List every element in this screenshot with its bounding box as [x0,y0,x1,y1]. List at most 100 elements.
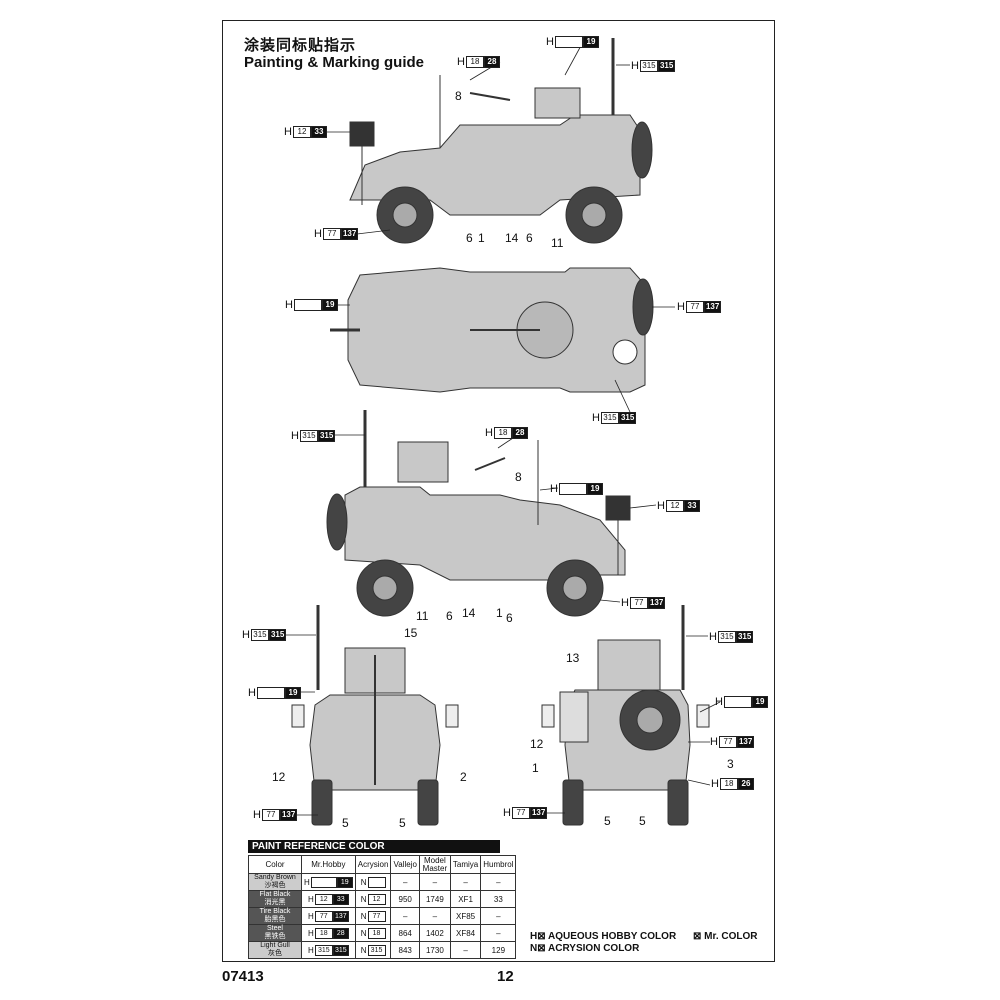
part-number: 8 [455,89,462,103]
part-number: 1 [496,606,503,620]
part-number: 6 [526,231,533,245]
part-number: 1 [478,231,485,245]
part-number: 6 [506,611,513,625]
table-cell: – [390,907,420,925]
title-chinese: 涂装同标贴指示 [244,36,357,54]
part-number: 11 [416,609,429,623]
part-number: 12 [272,770,286,784]
table-cell: 1402 [418,924,451,942]
table-cell: 1749 [418,890,451,908]
legend-aqueous: H⊠ AQUEOUS HOBBY COLOR [530,931,677,942]
product-code: 07413 [222,968,264,985]
column-header: Tamiya [449,855,482,874]
part-number: 5 [342,816,349,830]
legend-acrysion: N⊠ ACRYSION COLOR [530,943,640,954]
column-header: Acrysion [354,855,392,874]
part-number: 2 [460,770,467,784]
table-cell: 129 [480,941,517,959]
table-cell: – [449,873,482,891]
table-cell: – [480,873,517,891]
table-cell: 1730 [418,941,451,959]
column-header: Humbrol [480,855,517,874]
part-number: 5 [604,814,611,828]
page-frame [222,20,775,962]
part-number: 5 [399,816,406,830]
table-cell: – [480,907,517,925]
page-number: 12 [497,968,514,985]
part-number: 11 [551,236,564,250]
table-cell: – [480,924,517,942]
column-header: Model Master [418,855,451,874]
table-cell: 33 [480,890,517,908]
table-cell: XF84 [449,924,482,942]
table-cell: – [449,941,482,959]
table-cell: 950 [390,890,420,908]
paint-reference-table: Color Mr.Hobby Acrysion Vallejo Model Ma… [248,855,517,959]
part-number: 5 [639,814,646,828]
part-number: 6 [466,231,473,245]
top-view [330,267,654,393]
table-cell: – [390,873,420,891]
column-header: Mr.Hobby [301,855,356,874]
table-cell: – [418,873,451,891]
table-cell: 864 [390,924,420,942]
table-header-row: Color Mr.Hobby Acrysion Vallejo Model Ma… [248,855,517,874]
acrysion-cell: N [354,873,392,891]
side-view-right [326,410,631,617]
part-number: 14 [505,231,519,245]
part-number: 1 [532,761,539,775]
legend-mr-color: ⊠ Mr. COLOR [693,931,758,942]
part-number: 6 [446,609,453,623]
table-cell: – [418,907,451,925]
title-english: Painting & Marking guide [244,54,425,71]
part-number: 3 [727,757,734,771]
part-number: 12 [530,737,544,751]
part-number: 8 [515,470,522,484]
column-header: Vallejo [390,855,420,874]
part-number: 13 [566,651,580,665]
part-number: 14 [462,606,476,620]
table-cell: XF1 [449,890,482,908]
rear-view [541,605,710,826]
column-header: Color [248,855,302,874]
table-cell: XF85 [449,907,482,925]
front-view [291,605,459,826]
side-view-left [349,38,653,244]
